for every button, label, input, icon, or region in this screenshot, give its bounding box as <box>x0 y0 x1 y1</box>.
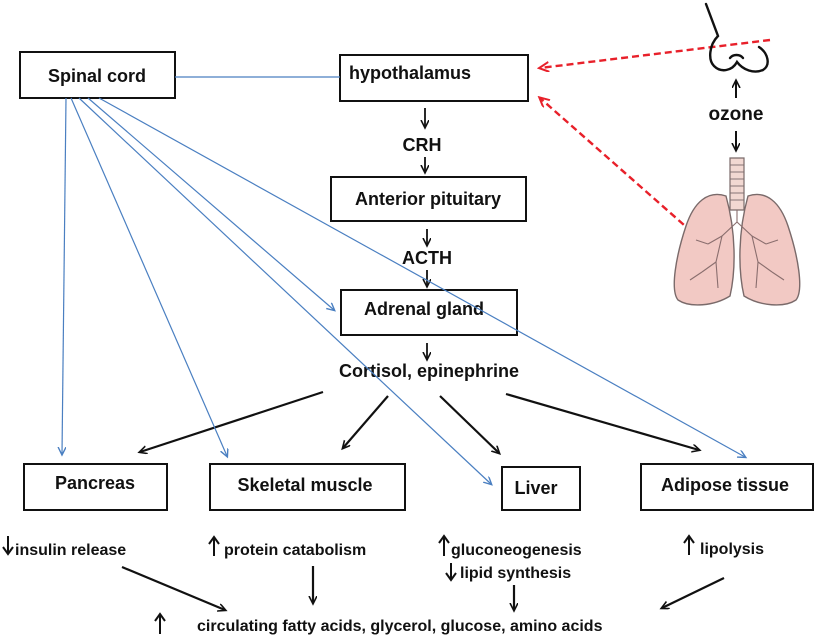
hypothalamus-label: hypothalamus <box>349 63 471 83</box>
lungs-icon <box>673 157 801 306</box>
adipose-tissue-box <box>640 463 814 511</box>
spinal-cord-box <box>19 51 176 99</box>
cortisol-to-liver-arrow <box>439 395 499 453</box>
crh-label: CRH <box>403 135 442 155</box>
spinal-to-pancreas-arrow <box>62 97 67 454</box>
spinal-to-adipose-arrow <box>98 97 745 457</box>
adrenal-gland-label: Adrenal gland <box>364 299 484 319</box>
spinal-to-muscle-arrow <box>70 97 227 456</box>
spinal-cord-label: Spinal cord <box>48 66 146 86</box>
spinal-to-adrenal-arrow <box>87 97 334 310</box>
cortisol-to-muscle-arrow <box>343 395 389 448</box>
lipolysis-label: lipolysis <box>700 541 764 558</box>
nose-icon <box>704 2 769 73</box>
gluconeogenesis-label: gluconeogenesis <box>451 542 582 559</box>
insulin-release-label: insulin release <box>15 542 126 559</box>
pancreas-label: Pancreas <box>55 473 135 493</box>
lipid-synthesis-label: lipid synthesis <box>460 565 571 582</box>
hypothalamus-box <box>339 54 529 102</box>
liver-box <box>501 466 581 511</box>
acth-label: ACTH <box>402 248 452 268</box>
adipose-tissue-label: Adipose tissue <box>661 475 789 495</box>
anterior-pituitary-label: Anterior pituitary <box>355 189 501 209</box>
liver-label: Liver <box>514 478 557 498</box>
up-arrow-icon <box>154 612 166 634</box>
lungs-to-hypothalamus-arrow <box>540 98 693 233</box>
pancreas-effect-arrow <box>121 565 225 610</box>
up-arrow-icon <box>208 535 220 556</box>
skeletal-muscle-label: Skeletal muscle <box>237 475 372 495</box>
down-arrow-icon <box>445 563 457 582</box>
nose-to-hypothalamus-arrow <box>540 38 771 68</box>
ozone-label: ozone <box>709 104 764 125</box>
skeletal-muscle-box <box>209 463 406 511</box>
pancreas-box <box>23 463 168 511</box>
anterior-pituitary-box <box>330 176 527 222</box>
circulating-label: circulating fatty acids, glycerol, gluco… <box>197 618 603 635</box>
cortisol-to-pancreas-arrow <box>140 390 324 452</box>
adipose-effect-arrow <box>662 577 725 608</box>
spinal-to-liver-arrow <box>78 97 491 484</box>
protein-catabolism-label: protein catabolism <box>224 542 366 559</box>
up-arrow-icon <box>683 534 695 555</box>
cortisol-epinephrine-label: Cortisol, epinephrine <box>339 361 519 381</box>
up-arrow-icon <box>438 534 450 556</box>
down-arrow-icon <box>2 536 14 556</box>
cortisol-to-adipose-arrow <box>505 392 699 450</box>
adrenal-gland-box <box>340 289 518 336</box>
